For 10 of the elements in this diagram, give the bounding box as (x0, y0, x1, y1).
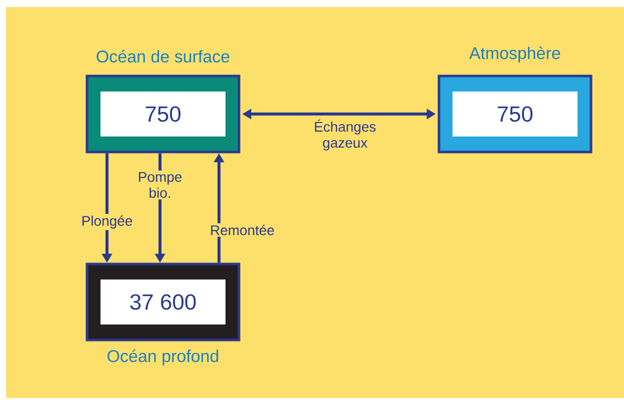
box-heading: Atmosphère (469, 46, 560, 63)
storage-box: 750 (438, 74, 592, 154)
edge-label: Plongée (82, 215, 132, 229)
storage-box: 37 600 (86, 262, 240, 342)
box-heading: Océan profond (108, 349, 218, 366)
storage-box: 750 (86, 74, 240, 154)
edge-label: Pompe bio. (138, 172, 182, 198)
box-heading: Océan de surface (96, 50, 230, 63)
edge-label: Échanges gazeux (315, 119, 376, 151)
edge-label: Remontée (211, 224, 274, 236)
